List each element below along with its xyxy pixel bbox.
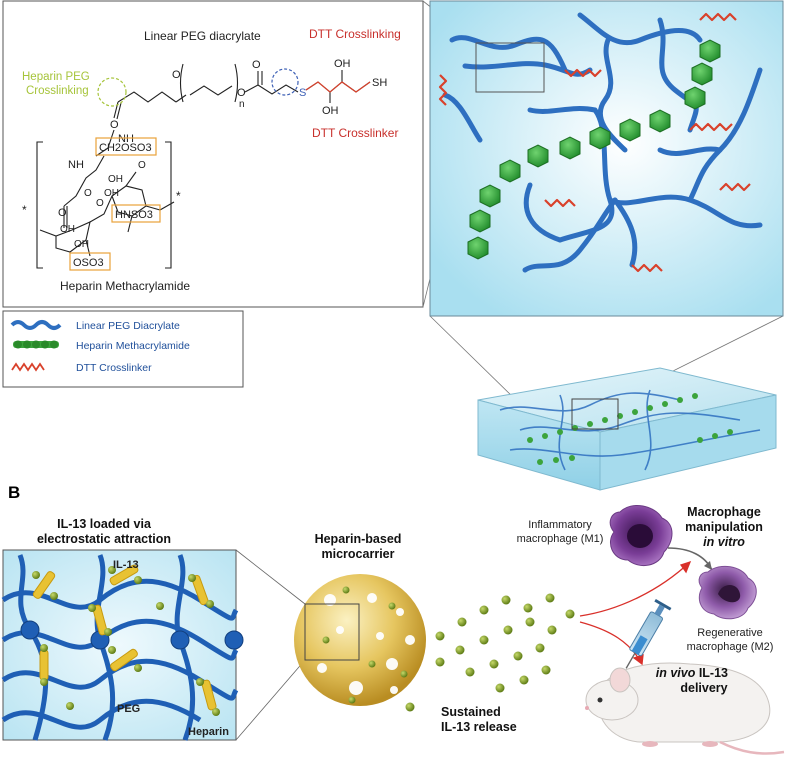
heparin-label: Heparin bbox=[188, 726, 229, 738]
m2-label-line2: macrophage (M2) bbox=[687, 641, 774, 653]
microcarrier-label-line1: Heparin-based bbox=[315, 532, 402, 546]
peg-title: Linear PEG diacrylate bbox=[144, 29, 261, 43]
svg-text:OH: OH bbox=[334, 58, 351, 70]
svg-text:NH: NH bbox=[118, 133, 134, 145]
regenerative-macrophage-icon bbox=[698, 565, 757, 620]
svg-text:HNSO3: HNSO3 bbox=[115, 209, 153, 221]
il13-inset: IL-13 PEG Heparin bbox=[1, 549, 244, 741]
heparin-methacrylamide-label: Heparin Methacrylamide bbox=[60, 279, 190, 293]
polarization-arrowhead bbox=[704, 561, 712, 570]
blue-wave-icon bbox=[10, 320, 62, 330]
syringe-icon bbox=[625, 598, 672, 669]
svg-text:O: O bbox=[84, 188, 92, 199]
in-vivo-line1: in vivo IL-13 bbox=[656, 666, 728, 680]
svg-text:O: O bbox=[58, 207, 67, 219]
released-il13-dots bbox=[405, 593, 575, 712]
release-arrows bbox=[579, 560, 692, 666]
dtt-crosslinking-label: DTT Crosslinking bbox=[309, 27, 401, 41]
svg-text:*: * bbox=[22, 203, 27, 217]
legend-label-heparin: Heparin Methacrylamide bbox=[76, 340, 190, 352]
svg-text:OH: OH bbox=[104, 188, 119, 199]
svg-text:NH: NH bbox=[68, 159, 84, 171]
manipulation-line1: Macrophage bbox=[687, 505, 761, 519]
heparin-atom-labels: NH NH O OH OH O OH OH O O * * bbox=[22, 133, 181, 250]
il13-rods bbox=[32, 564, 220, 716]
sulfur-atom: S bbox=[299, 87, 306, 99]
heparin-hexagon-chain bbox=[467, 39, 721, 260]
svg-text:n: n bbox=[239, 99, 245, 110]
inset-zoom-lines bbox=[235, 549, 306, 741]
legend: Linear PEG Diacrylate Heparin Methacryla… bbox=[2, 310, 244, 388]
heparin-peg-label-line1: Heparin PEG bbox=[22, 71, 90, 83]
hydrogel-slab bbox=[477, 367, 777, 491]
svg-text:O: O bbox=[172, 69, 181, 81]
inflammatory-macrophage-icon bbox=[609, 504, 673, 567]
green-hexagon-chain-icon bbox=[13, 340, 59, 349]
manipulation-line3: in vitro bbox=[703, 535, 745, 549]
il13-label: IL-13 bbox=[113, 559, 139, 571]
heparin-structure bbox=[36, 129, 175, 269]
svg-text:O: O bbox=[96, 198, 104, 209]
dtt-crosslinker-label: DTT Crosslinker bbox=[312, 126, 398, 140]
svg-text:O: O bbox=[110, 119, 119, 131]
red-zigzag-icon bbox=[11, 362, 45, 372]
svg-text:CH2OSO3: CH2OSO3 bbox=[99, 142, 152, 154]
mouse-icon bbox=[585, 662, 785, 755]
hydrogel-network bbox=[429, 0, 784, 317]
in-vivo-line2: delivery bbox=[680, 681, 727, 695]
sulfate-group-ch2oso3: CH2OSO3 bbox=[95, 137, 157, 156]
heparin-peg-label-line2: Crosslinking bbox=[26, 85, 89, 97]
m1-label-line2: macrophage (M1) bbox=[517, 533, 604, 545]
legend-label-peg: Linear PEG Diacrylate bbox=[76, 320, 180, 332]
svg-text:OSO3: OSO3 bbox=[73, 257, 104, 269]
svg-text:OH: OH bbox=[108, 174, 123, 185]
sulfate-group-hnso3: HNSO3 bbox=[111, 204, 161, 223]
dtt-bonds bbox=[305, 81, 371, 93]
heparin-peg-crosslink-circle bbox=[97, 77, 127, 107]
microcarrier-label-line2: microcarrier bbox=[322, 547, 395, 561]
m2-label-line1: Regenerative bbox=[697, 627, 762, 639]
il13-title-line1: IL-13 loaded via bbox=[57, 517, 152, 531]
peg-atom-labels: O O O O n S OH OH SH bbox=[110, 58, 387, 131]
sustained-release-line1: Sustained bbox=[441, 705, 501, 719]
svg-text:OH: OH bbox=[60, 224, 75, 235]
chemistry-box bbox=[2, 0, 424, 308]
dtt-crosslink-circle bbox=[271, 68, 299, 96]
svg-text:SH: SH bbox=[372, 77, 387, 89]
svg-text:O: O bbox=[237, 87, 246, 99]
svg-text:OH: OH bbox=[322, 105, 339, 117]
microcarrier-sphere bbox=[294, 574, 426, 706]
svg-text:O: O bbox=[138, 160, 146, 171]
legend-label-dtt: DTT Crosslinker bbox=[76, 362, 152, 374]
manipulation-line2: manipulation bbox=[685, 520, 763, 534]
svg-text:*: * bbox=[176, 189, 181, 203]
sustained-release-line2: IL-13 release bbox=[441, 720, 517, 734]
svg-text:OH: OH bbox=[74, 239, 89, 250]
panel-b-label: B bbox=[8, 483, 20, 502]
svg-text:O: O bbox=[252, 59, 261, 71]
sulfate-group-oso3: OSO3 bbox=[69, 252, 111, 271]
il13-title-line2: electrostatic attraction bbox=[37, 532, 171, 546]
peg-label: PEG bbox=[117, 703, 140, 715]
m1-label-line1: Inflammatory bbox=[528, 519, 592, 531]
